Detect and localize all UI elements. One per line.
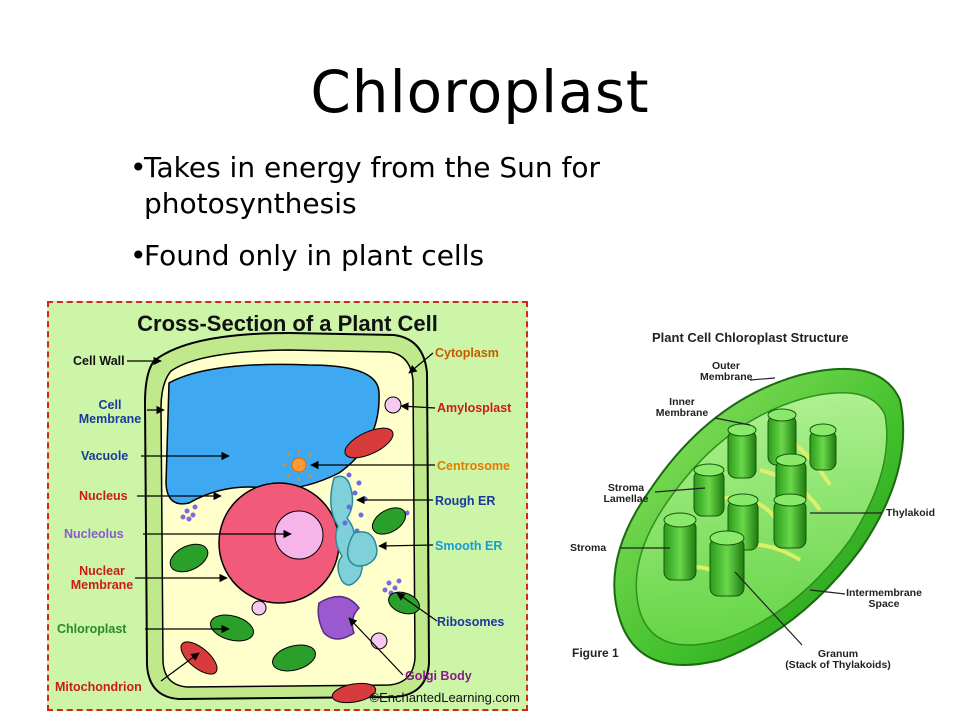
plant-cell-title: Cross-Section of a Plant Cell — [137, 311, 438, 336]
credit-text: ©EnchantedLearning.com — [369, 690, 520, 705]
label-ribosomes: Ribosomes — [437, 615, 505, 629]
bullet-marker: • — [130, 151, 147, 184]
chloroplast-structure-diagram: Plant Cell Chloroplast Structure Outer M… — [560, 320, 960, 680]
label-outer-membrane-text: Outer Membrane — [700, 360, 753, 383]
label-vacuole: Vacuole — [81, 449, 129, 463]
label-cell-membrane: Cell Membrane — [78, 398, 142, 426]
nucleolus-shape — [274, 510, 324, 560]
bullet-item-1: •Takes in energy from the Sun for photos… — [130, 150, 670, 222]
bullet-text: Takes in energy from the Sun for photosy… — [144, 151, 601, 220]
golgi-shape — [317, 595, 360, 640]
label-nucleolus: Nucleolus — [64, 527, 124, 541]
plant-cell-diagram: Cross-Section of a Plant Cell Cell Wall … — [47, 301, 528, 711]
label-stroma-lamellae-text: Stroma Lamellae — [603, 482, 649, 505]
slide-title: Chloroplast — [310, 58, 650, 126]
smooth-er-shape — [346, 531, 378, 567]
label-smooth-er: Smooth ER — [435, 539, 503, 553]
label-intermembrane-space: Intermembrane Space — [844, 588, 924, 610]
vacuole-shape — [165, 363, 380, 505]
label-inner-membrane-text: Inner Membrane — [655, 396, 709, 419]
mitochondrion-shapes — [180, 427, 394, 704]
label-granum: Granum (Stack of Thylakoids) — [774, 649, 902, 671]
label-outer-membrane: Outer Membrane — [700, 360, 753, 383]
plant-cell-illustration — [127, 331, 438, 704]
figure-label: Figure 1 — [572, 646, 619, 660]
label-granum-text: Granum — [817, 648, 859, 660]
bullet-list: •Takes in energy from the Sun for photos… — [130, 150, 670, 290]
bullet-text: Found only in plant cells — [144, 239, 485, 272]
label-golgi-body: Golgi Body — [405, 669, 472, 683]
chloroplast-illustration — [613, 367, 905, 666]
label-centrosome: Centrosome — [437, 459, 510, 473]
label-inner-membrane: Inner Membrane — [652, 397, 712, 419]
label-amylosplast: Amylosplast — [437, 401, 512, 415]
label-thylakoid: Thylakoid — [886, 507, 936, 519]
label-stroma-lamellae: Stroma Lamellae — [596, 483, 656, 505]
label-nuclear-membrane: Nuclear Membrane — [70, 564, 134, 592]
label-granum-subtext: (Stack of Thylakoids) — [785, 659, 891, 671]
label-stroma: Stroma — [570, 542, 607, 554]
chloroplast-title: Plant Cell Chloroplast Structure — [652, 330, 849, 345]
bullet-marker: • — [130, 239, 147, 272]
label-intermembrane-space-text: Intermembrane Space — [846, 587, 922, 610]
label-mitochondrion: Mitochondrion — [55, 680, 142, 694]
label-nucleus: Nucleus — [79, 489, 128, 503]
centrosome-shape — [291, 457, 307, 473]
label-cell-wall: Cell Wall — [73, 354, 125, 368]
label-cytoplasm: Cytoplasm — [435, 346, 499, 360]
chloroplast-shapes — [169, 507, 420, 672]
label-rough-er: Rough ER — [435, 494, 496, 508]
bullet-item-2: •Found only in plant cells — [130, 238, 670, 274]
label-chloroplast: Chloroplast — [57, 622, 127, 636]
